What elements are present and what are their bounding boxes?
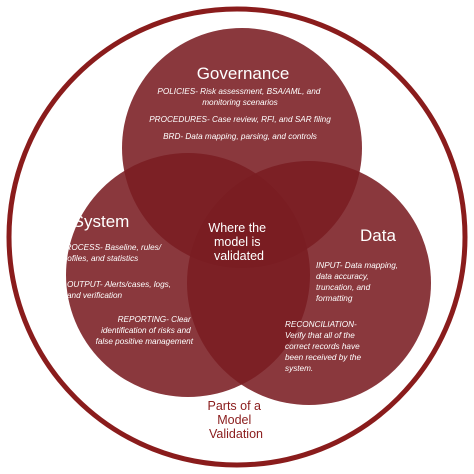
system-item-reporting-line-1: REPORTING- Clear [118,315,191,324]
data-item-reconciliation-line-1: RECONCILIATION- [285,320,357,329]
data-item-reconciliation: RECONCILIATION- Verify that all of the c… [285,320,363,373]
data-item-input-line-2: data accuracy, [316,272,369,281]
data-item-input: INPUT- Data mapping, data accuracy, trun… [316,261,400,303]
data-item-reconciliation-line-5: system. [285,364,313,373]
data-item-input-line-3: truncation, and [316,283,371,292]
governance-title: Governance [197,64,290,83]
data-item-input-line-1: INPUT- Data mapping, [316,261,398,270]
outer-ring [6,6,468,468]
system-item-reporting-line-3: false positive management [96,337,194,346]
data-item-input-line-4: formatting [316,294,353,303]
caption-line-2: Model [217,413,251,427]
data-item-reconciliation-line-3: correct records have [285,342,360,351]
system-item-process-line-2: profiles, and statistics [59,254,138,263]
governance-item-policies-line-2: monitoring scenarios [202,98,278,107]
governance-item-policies-line-1: POLICIES- Risk assessment, BSA/AML, and [157,87,320,96]
system-item-process-line-1: PROCESS- Baseline, rules/ [60,243,162,252]
center-label-line-3: validated [214,249,264,263]
system-item-output-line-1: OUTPUT- Alerts/cases, logs, [67,280,171,289]
data-item-reconciliation-line-4: been received by the [285,353,361,362]
governance-item-procedures-line-1: PROCEDURES- Case review, RFI, and SAR fi… [149,115,331,124]
data-item-reconciliation-line-2: Verify that all of the [285,331,355,340]
caption-line-3: Validation [209,427,263,441]
center-label-line-2: model is [214,235,261,249]
governance-item-brd: BRD- Data mapping, parsing, and controls [163,132,317,141]
system-item-process: PROCESS- Baseline, rules/ profiles, and … [59,243,163,263]
system-item-output-line-2: and verification [67,291,123,300]
data-circle [187,161,431,405]
governance-item-brd-line-1: BRD- Data mapping, parsing, and controls [163,132,317,141]
data-title: Data [360,226,396,245]
system-item-reporting-line-2: identification of risks and [101,326,191,335]
system-item-output: OUTPUT- Alerts/cases, logs, and verifica… [67,280,173,300]
center-label: Where the model is validated [208,221,269,263]
system-title: System [73,212,130,231]
caption-line-1: Parts of a [208,399,262,413]
center-label-line-1: Where the [208,221,266,235]
caption: Parts of a Model Validation [208,399,265,441]
governance-item-procedures: PROCEDURES- Case review, RFI, and SAR fi… [149,115,331,124]
system-item-reporting: REPORTING- Clear identification of risks… [96,315,194,346]
governance-item-policies: POLICIES- Risk assessment, BSA/AML, and … [157,87,322,107]
